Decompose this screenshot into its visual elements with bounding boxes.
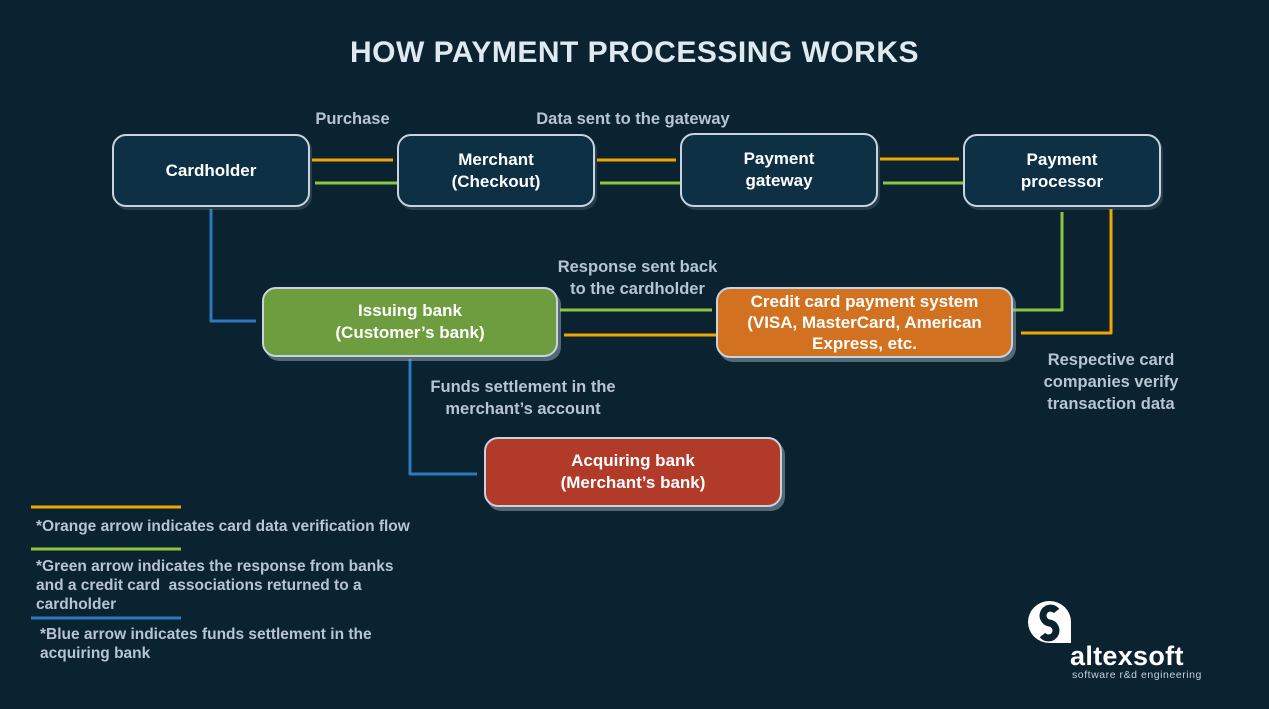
label-verify-transaction: Respective card companies verify transac… <box>1043 351 1179 413</box>
label-purchase: Purchase <box>315 110 390 128</box>
page-title: HOW PAYMENT PROCESSING WORKS <box>349 36 920 69</box>
altexsoft-logo-name: altexsoft <box>1070 641 1184 671</box>
node-cardholder: Cardholder <box>112 134 310 207</box>
label-response-back: Response sent back to the cardholder <box>557 258 718 298</box>
arrow-blue-issuing-acquiring <box>408 359 477 476</box>
legend-item-blue: *Blue arrow indicates funds settlement i… <box>40 626 372 662</box>
arrow-blue-cardholder-issuing <box>209 209 256 323</box>
arrow-orange-processor-cardsystem <box>1021 209 1113 335</box>
node-payment-gateway: Payment gateway <box>680 133 878 207</box>
node-merchant: Merchant (Checkout) <box>397 134 595 207</box>
node-acquiring-bank: Acquiring bank (Merchant’s bank) <box>484 437 782 507</box>
legend-item-green: *Green arrow indicates the response from… <box>36 558 394 613</box>
node-card-system: Credit card payment system (VISA, Master… <box>716 287 1013 358</box>
altexsoft-logo-tagline: software r&d engineering <box>1072 669 1202 681</box>
node-payment-processor: Payment processor <box>963 134 1161 207</box>
node-issuing-bank: Issuing bank (Customer’s bank) <box>262 287 558 357</box>
arrow-green-cardsystem-processor <box>1013 212 1064 312</box>
legend-item-orange: *Orange arrow indicates card data verifi… <box>36 518 410 535</box>
label-funds-settlement: Funds settlement in the merchant’s accou… <box>430 378 616 418</box>
label-data-to-gateway: Data sent to the gateway <box>536 110 730 128</box>
altexsoft-a-bubble-icon <box>1028 601 1071 643</box>
